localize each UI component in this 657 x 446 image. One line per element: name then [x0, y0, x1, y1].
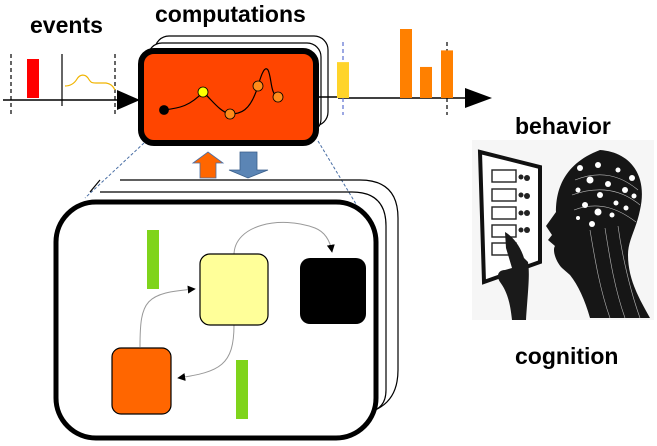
event-curve — [64, 74, 116, 91]
timeline-arrow-out — [465, 88, 492, 108]
output-bar — [441, 50, 453, 98]
trajectory-point — [224, 108, 236, 120]
output-bar — [400, 29, 412, 98]
behavior-label: behavior — [515, 113, 611, 139]
trajectory-point — [272, 91, 284, 103]
computation-box-group — [138, 35, 338, 146]
neuron-dots — [575, 162, 637, 227]
trajectory-point — [252, 80, 264, 92]
state-node-yellow — [199, 253, 269, 326]
computations-label: computations — [155, 1, 306, 27]
transition-arrow — [177, 324, 235, 381]
behavior-cognition-illustration — [472, 140, 654, 320]
hand-illustration — [497, 232, 529, 320]
output-bar — [337, 62, 349, 98]
stacked-frame-back-corner — [89, 179, 101, 193]
state-bar — [236, 360, 248, 419]
stacked-frame-mid — [100, 191, 387, 411]
state-space-group — [53, 179, 399, 441]
transition-arrow — [233, 221, 335, 256]
up-arrow-icon — [191, 151, 225, 179]
trajectory-points — [159, 80, 284, 120]
state-node-orange — [111, 347, 172, 415]
zoom-connector-right — [317, 140, 357, 205]
timeline-arrow-in — [117, 90, 140, 110]
down-arrow-icon — [228, 151, 269, 179]
head-illustration — [546, 150, 650, 319]
trajectory-point — [197, 86, 209, 98]
trajectory-point — [159, 105, 169, 115]
computation-box — [138, 48, 319, 146]
stacked-frame-back — [120, 179, 399, 411]
cognition-label: cognition — [515, 343, 619, 369]
event-bar — [27, 59, 39, 98]
transition-arrow — [139, 285, 196, 348]
state-node-black — [300, 258, 366, 324]
state-bar — [147, 230, 159, 289]
events-label: events — [30, 12, 103, 38]
input-timeline — [3, 54, 140, 115]
output-bars — [337, 29, 453, 98]
output-timeline — [337, 29, 492, 115]
zoom-connector-left — [84, 142, 145, 199]
output-bar — [420, 66, 432, 98]
screen-illustration — [477, 149, 542, 285]
